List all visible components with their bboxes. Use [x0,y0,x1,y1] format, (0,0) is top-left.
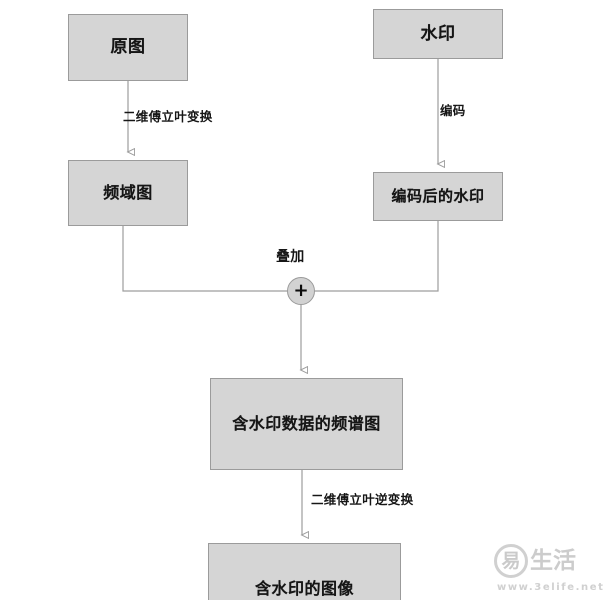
node-frequency-domain-label: 频域图 [103,183,153,202]
edge-label-superimpose: 叠加 [276,249,305,265]
node-watermarked-image-label: 含水印的图像 [254,579,354,598]
node-frequency-domain[interactable]: 频域图 [68,160,188,226]
node-watermark[interactable]: 水印 [373,9,503,59]
node-watermarked-spectrum[interactable]: 含水印数据的频谱图 [210,378,403,470]
edge-label-encode: 编码 [440,103,466,118]
edge-encoded-to-merge [315,221,439,292]
edge-frequency-to-merge [122,226,287,292]
plus-icon: + [293,280,309,301]
node-watermarked-image[interactable]: 含水印的图像 [208,543,401,600]
node-original-image[interactable]: 原图 [68,14,188,81]
node-original-image-label: 原图 [110,37,146,57]
edge-label-fourier-transform: 二维傅立叶变换 [123,109,213,124]
node-watermark-label: 水印 [420,23,456,44]
node-watermarked-spectrum-label: 含水印数据的频谱图 [232,414,381,433]
node-merge-plus[interactable]: + [287,277,315,305]
edge-label-inverse-fourier-transform: 二维傅立叶逆变换 [311,492,414,507]
node-encoded-watermark-label: 编码后的水印 [391,187,485,205]
node-encoded-watermark[interactable]: 编码后的水印 [373,172,503,221]
